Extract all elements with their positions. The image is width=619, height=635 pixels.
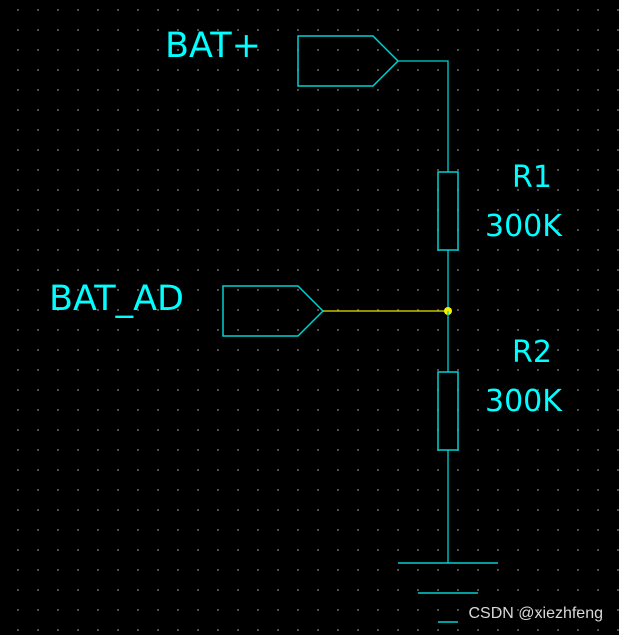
r2-designator: R2 (512, 335, 552, 370)
r1-designator: R1 (512, 160, 552, 195)
resistor-r2[interactable] (437, 371, 459, 451)
watermark: CSDN @xiezhfeng (468, 605, 603, 622)
r1-value: 300K (485, 209, 562, 244)
bat-plus-port[interactable] (297, 35, 400, 87)
ground-symbol[interactable] (398, 562, 498, 623)
wire-bat-plus (398, 60, 449, 172)
bat-ad-port[interactable] (222, 285, 325, 337)
resistor-r1[interactable] (437, 171, 459, 251)
bat-ad-label: BAT_AD (49, 279, 185, 319)
r2-value: 300K (485, 384, 562, 419)
bat-plus-label: BAT+ (165, 26, 261, 66)
